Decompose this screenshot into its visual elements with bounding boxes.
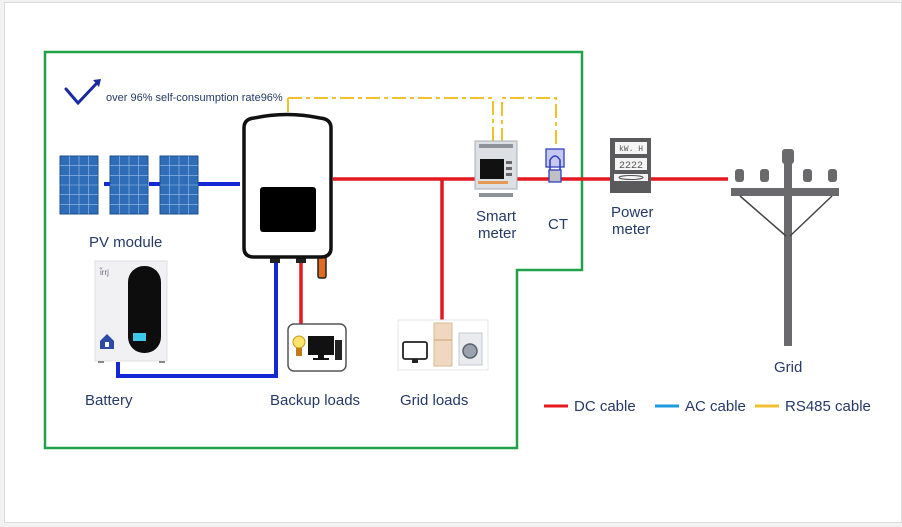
battery-label: Battery <box>85 392 133 409</box>
pv-panel <box>59 155 99 215</box>
hybrid-inverter-icon <box>242 112 333 279</box>
rs485-inverter-to-meter <box>288 97 494 142</box>
power-meter-label-2: meter <box>612 221 650 238</box>
rs485-meter-to-ct <box>501 97 557 146</box>
ct-label: CT <box>548 216 568 233</box>
rs485-cable-lines <box>287 97 557 146</box>
grid-loads-label: Grid loads <box>400 392 468 409</box>
power-meter-label-1: Power <box>611 204 654 221</box>
legend-label: DC cable <box>574 398 636 415</box>
bulb-computer-icon <box>287 323 347 372</box>
legend-item: DC cable <box>544 398 636 415</box>
backup-loads-label: Backup loads <box>270 392 360 409</box>
smart-meter-icon <box>474 140 518 197</box>
legend-label: AC cable <box>685 398 746 415</box>
system-boundary <box>43 50 584 450</box>
current-transformer-icon <box>545 148 565 183</box>
appliances-icon <box>397 319 489 371</box>
pv-module-label: PV module <box>89 234 162 251</box>
power-meter-digits: 2222 <box>619 161 643 172</box>
power-meter-icon: kW. H 2222 <box>610 138 651 193</box>
svg-text:ἶrrj: ἶrrj <box>99 268 109 277</box>
check-arrow-icon <box>64 79 101 106</box>
grid-label: Grid <box>774 359 802 376</box>
legend: DC cable AC cable RS485 cable <box>544 398 871 415</box>
smart-meter-label-2: meter <box>478 225 516 242</box>
battery-line <box>116 262 278 378</box>
pv-panel <box>159 155 199 215</box>
battery-icon: ἶrrj <box>94 260 168 363</box>
headline-text: over 96% self-consumption rate96% <box>106 92 283 104</box>
smart-meter-label-1: Smart <box>476 208 517 225</box>
pv-panel <box>109 155 149 215</box>
legend-item: RS485 cable <box>755 398 871 415</box>
solar-panel-icon <box>59 155 199 215</box>
utility-pole-icon <box>731 149 839 346</box>
ac-red-lines <box>299 177 728 324</box>
legend-label: RS485 cable <box>785 398 871 415</box>
power-meter-unit: kW. H <box>619 145 643 154</box>
legend-item: AC cable <box>655 398 746 415</box>
